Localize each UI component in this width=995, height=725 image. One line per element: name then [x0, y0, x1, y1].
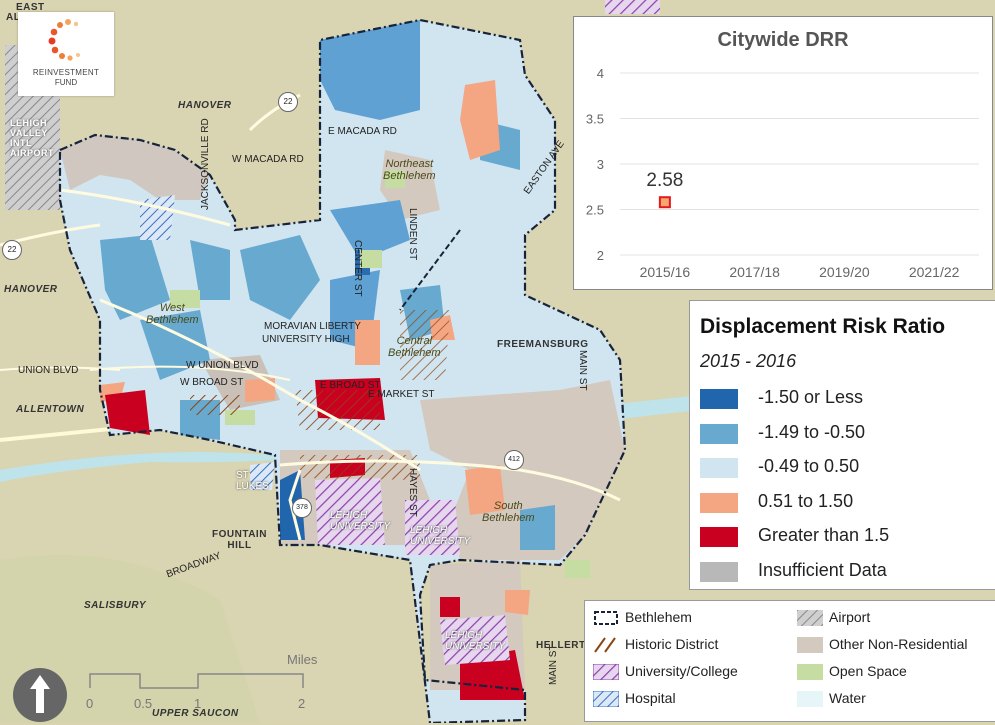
scale-label-2: 2 — [298, 696, 306, 711]
legend-label-university: University/College — [625, 663, 738, 679]
map-label-moravian: MORAVIAN LIBERTY — [264, 321, 361, 332]
chart-y-tick-label: 2 — [597, 248, 604, 263]
drr-legend: Displacement Risk Ratio 2015 - 2016 -1.5… — [689, 300, 995, 590]
map-label-east: EAST — [16, 2, 45, 13]
chart-title: Citywide DRR — [717, 29, 849, 51]
boundary-icon — [594, 611, 618, 625]
map-label-west-bethlehem: West Bethlehem — [146, 302, 199, 326]
openspace-swatch — [797, 664, 823, 680]
map-label-linden-st: LINDEN ST — [407, 208, 418, 261]
map-label-w-broad-st: W BROAD ST — [180, 377, 244, 388]
map-label-w-union-blvd: W UNION BLVD — [186, 360, 259, 371]
map-label-central-bethlehem: Central Bethlehem — [388, 335, 441, 359]
map-label-lehigh-university-1: LEHIGH UNIVERSITY — [330, 510, 391, 532]
scale-label-0: 0 — [86, 696, 94, 711]
legend-label-nonres: Other Non-Residential — [829, 636, 968, 652]
legend-title: Displacement Risk Ratio — [700, 315, 946, 338]
map-label-lehigh-university-3: LEHIGH UNIVERSITY — [445, 630, 506, 652]
map-label-fountain-hill: FOUNTAIN HILL — [212, 529, 267, 551]
route-378-shield: 378 — [292, 498, 312, 518]
legend-subtitle: 2015 - 2016 — [700, 351, 797, 371]
legend-swatch — [700, 389, 738, 409]
legend-label: -1.49 to -0.50 — [758, 421, 866, 442]
chart-y-tick-label: 3 — [597, 157, 604, 172]
logo-text-line2: FUND — [54, 78, 78, 87]
legend-label: Insufficient Data — [758, 559, 887, 580]
chart-x-tick-label: 2021/22 — [909, 264, 960, 280]
legend-label: Greater than 1.5 — [758, 525, 890, 545]
map-label-hanover: HANOVER — [178, 100, 232, 111]
scale-unit-label: Miles — [287, 652, 318, 667]
legend-label-airport: Airport — [829, 609, 871, 625]
map-label-salisbury: SALISBURY — [84, 600, 147, 611]
map-label-lehigh-university-2: LEHIGH UNIVERSITY — [410, 525, 471, 547]
chart-data-point[interactable] — [658, 196, 671, 209]
chart-data-label: 2.58 — [646, 170, 683, 191]
chart-y-tick-label: 4 — [597, 66, 604, 81]
legend-swatch — [700, 561, 738, 582]
map-label-south-bethlehem: South Bethlehem — [482, 500, 535, 524]
legend-label-historic: Historic District — [625, 636, 719, 652]
legend-swatch — [700, 423, 738, 444]
map-label-w-macada-rd: W MACADA RD — [232, 154, 304, 165]
map-label-university-high: UNIVERSITY HIGH — [262, 334, 350, 345]
chart-x-tick-label: 2015/16 — [640, 264, 691, 280]
chart-x-tick-label: 2017/18 — [729, 264, 780, 280]
map-label-northeast-bethlehem: Northeast Bethlehem — [383, 158, 436, 182]
university-hatch-icon — [593, 664, 619, 680]
legend-label-hospital: Hospital — [625, 690, 676, 706]
legend-label-water: Water — [829, 690, 866, 706]
map-label-center-st: CENTER ST — [352, 240, 363, 297]
legend-label-bethlehem: Bethlehem — [625, 609, 692, 625]
map-label-e-broad-st: E BROAD ST — [320, 380, 381, 391]
route-22-shield-west: 22 — [2, 240, 22, 260]
route-412-shield: 412 — [504, 450, 524, 470]
legend-label: -1.50 or Less — [758, 387, 864, 407]
north-arrow-icon — [13, 668, 67, 722]
layer-legend: Bethlehem Airport Historic District Othe… — [584, 600, 995, 722]
map-label-freemansburg: FREEMANSBURG — [497, 339, 589, 350]
chart-plot: 2 2.5 3 3.5 4 2015/16 2017/18 2019/20 2021/22 2.5… — [586, 66, 979, 280]
legend-swatch — [700, 458, 738, 478]
chart-x-tick-label: 2019/20 — [819, 264, 870, 280]
map-label-hayes-st: HAYES ST — [407, 468, 418, 517]
legend-swatch — [700, 527, 738, 547]
airport-hatch-icon — [797, 610, 823, 626]
map-label-airport: LEHIGH VALLEY INTL AIRPORT — [10, 118, 54, 158]
map-label-jacksonville-rd: JACKSONVILLE RD — [200, 118, 211, 210]
legend-swatch — [700, 492, 738, 513]
map-label-east2: AL — [6, 12, 21, 23]
map-label-hanover-left: HANOVER — [4, 284, 58, 295]
map-label-st-lukes: ST LUKES — [236, 470, 269, 492]
logo-dots-icon — [48, 19, 80, 61]
map-label-allentown: ALLENTOWN — [16, 404, 85, 415]
scale-bar — [89, 673, 304, 689]
map-label-hellertown: HELLERTO — [536, 640, 594, 651]
scale-label-1: 1 — [194, 696, 202, 711]
map-label-upper-saucon: UPPER SAUCON — [152, 708, 239, 719]
map-label-e-macada-rd: E MACADA RD — [328, 126, 397, 137]
water-swatch — [797, 691, 823, 707]
historic-hatch-icon — [594, 637, 616, 653]
nonres-swatch — [797, 637, 823, 653]
legend-label-openspace: Open Space — [829, 663, 907, 679]
logo-text-line1: REINVESTMENT — [32, 68, 100, 77]
scale-label-half: 0.5 — [134, 696, 153, 711]
route-22-shield: 22 — [278, 92, 298, 112]
map-label-e-market-st: E MARKET ST — [368, 389, 435, 400]
chart-y-tick-label: 3.5 — [586, 112, 604, 127]
hospital-hatch-icon — [593, 691, 619, 707]
map-label-main-st-top: MAIN ST — [577, 350, 588, 391]
citywide-drr-chart: Citywide DRR 2 2.5 3 3.5 4 2015/16 2017/18 2019… — [573, 16, 993, 290]
legend-label: -0.49 to 0.50 — [758, 456, 860, 476]
reinvestment-fund-logo: REINVESTMENT FUND — [18, 12, 114, 96]
legend-label: 0.51 to 1.50 — [758, 490, 854, 511]
chart-y-tick-label: 2.5 — [586, 203, 604, 218]
map-label-union-blvd: UNION BLVD — [18, 365, 79, 376]
